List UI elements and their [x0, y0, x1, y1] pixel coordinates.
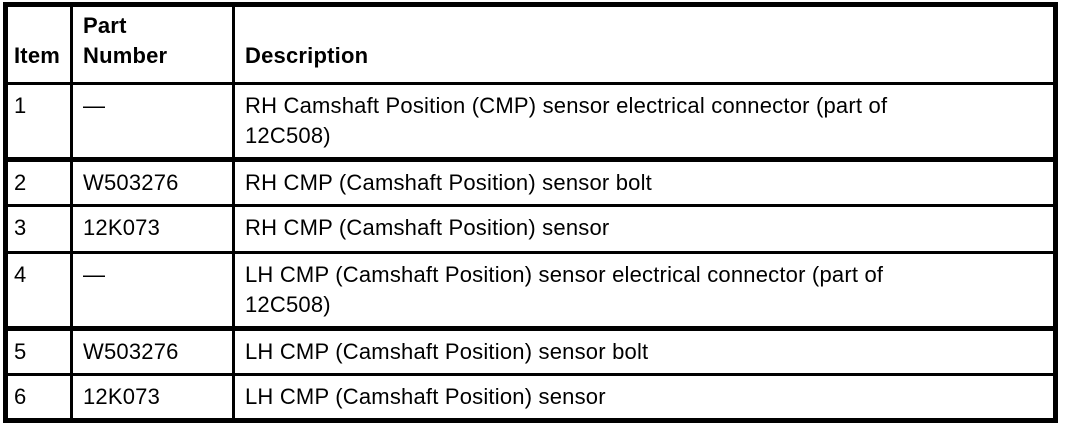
table-row: 1 — RH Camshaft Position (CMP) sensor el…	[4, 82, 1057, 162]
header-cell-part-number: Part Number	[70, 3, 235, 85]
cell-item: 3	[4, 204, 73, 254]
cell-description: LH CMP (Camshaft Position) sensor electr…	[232, 251, 1057, 331]
cell-item: 5	[4, 327, 73, 376]
header-row: Item Part Number Description	[4, 3, 1057, 85]
cell-item: 4	[4, 251, 73, 331]
cell-item: 6	[4, 373, 73, 422]
table-row: 5 W503276 LH CMP (Camshaft Position) sen…	[4, 327, 1057, 376]
table-row: 2 W503276 RH CMP (Camshaft Position) sen…	[4, 158, 1057, 207]
cell-part-number: W503276	[70, 158, 235, 207]
cell-description: LH CMP (Camshaft Position) sensor bolt	[232, 327, 1057, 376]
cell-part-number: —	[70, 251, 235, 331]
header-cell-item: Item	[4, 3, 73, 85]
cell-item: 1	[4, 82, 73, 162]
cell-part-number: W503276	[70, 327, 235, 376]
cell-part-number: 12K073	[70, 204, 235, 254]
cell-description: RH Camshaft Position (CMP) sensor electr…	[232, 82, 1057, 162]
table-row: 6 12K073 LH CMP (Camshaft Position) sens…	[4, 373, 1057, 422]
parts-table: Item Part Number Description 1 — RH Cams…	[3, 2, 1058, 423]
cell-description: RH CMP (Camshaft Position) sensor	[232, 204, 1057, 254]
cell-description: RH CMP (Camshaft Position) sensor bolt	[232, 158, 1057, 207]
table-row: 3 12K073 RH CMP (Camshaft Position) sens…	[4, 204, 1057, 254]
cell-part-number: 12K073	[70, 373, 235, 422]
table-row: 4 — LH CMP (Camshaft Position) sensor el…	[4, 251, 1057, 331]
cell-item: 2	[4, 158, 73, 207]
cell-description: LH CMP (Camshaft Position) sensor	[232, 373, 1057, 422]
cell-part-number: —	[70, 82, 235, 162]
header-cell-description: Description	[232, 3, 1057, 85]
